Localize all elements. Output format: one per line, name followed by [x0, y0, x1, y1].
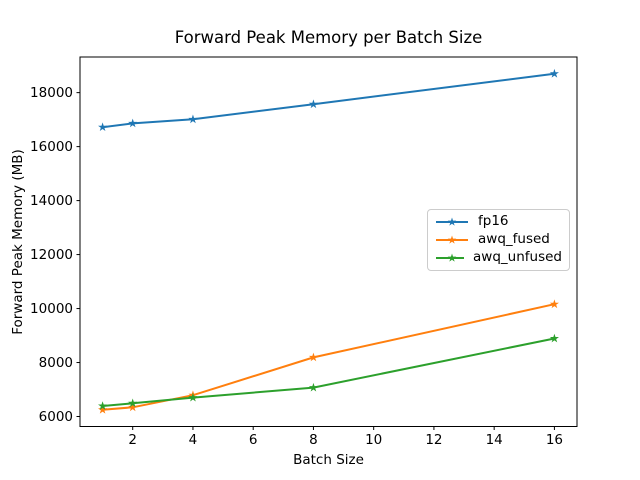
- series-marker-awq_unfused: [188, 392, 198, 402]
- x-tick-label: 12: [425, 432, 442, 448]
- series-marker-awq_fused: [128, 402, 138, 412]
- x-axis-label: Batch Size: [293, 452, 364, 468]
- legend-label: awq_unfused: [473, 249, 562, 266]
- x-tick-label: 16: [546, 432, 563, 448]
- series-marker-awq_unfused: [549, 333, 559, 343]
- series-line-fp16: [102, 72, 555, 129]
- series-marker-awq_unfused: [128, 398, 138, 408]
- x-tick-label: 10: [365, 432, 382, 448]
- y-tick-label: 6000: [39, 409, 73, 425]
- legend-entry-awq_unfused: awq_unfused: [435, 251, 562, 265]
- series-line-awq_fused: [102, 303, 555, 411]
- y-tick-label: 16000: [30, 139, 73, 155]
- series-marker-awq_fused: [549, 299, 559, 309]
- legend-line-sample: [436, 253, 465, 262]
- series-marker-fp16: [308, 99, 318, 109]
- y-tick-label: 18000: [30, 85, 73, 101]
- series-marker-fp16: [128, 118, 138, 128]
- legend-label: awq_fused: [478, 231, 550, 248]
- series-marker-fp16: [549, 68, 559, 78]
- series-marker-fp16: [188, 114, 198, 124]
- series-marker-awq_fused: [308, 352, 318, 362]
- y-tick-label: 12000: [30, 247, 73, 263]
- legend-star-icon: [447, 253, 457, 262]
- legend-label: fp16: [478, 213, 509, 230]
- x-tick-label: 14: [486, 432, 503, 448]
- series-marker-awq_unfused: [308, 382, 318, 392]
- y-tick-label: 10000: [30, 301, 73, 317]
- plot-frame: [79, 56, 578, 427]
- y-tick-label: 14000: [30, 193, 73, 209]
- series-line-awq_unfused: [102, 337, 555, 407]
- x-tick-label: 6: [249, 432, 258, 448]
- y-tick-label: 8000: [39, 355, 73, 371]
- legend-entry-fp16: fp16: [435, 215, 562, 229]
- x-tick-label: 2: [128, 432, 137, 448]
- series-marker-fp16: [98, 122, 108, 132]
- legend-line-sample: [436, 235, 468, 244]
- y-axis-label: Forward Peak Memory (MB): [10, 149, 26, 335]
- x-tick-label: 8: [309, 432, 318, 448]
- legend-line-sample: [436, 217, 468, 226]
- series-marker-awq_unfused: [98, 401, 108, 410]
- series-marker-awq_fused: [98, 404, 108, 414]
- x-tick-label: 4: [189, 432, 198, 448]
- chart-title: Forward Peak Memory per Batch Size: [174, 28, 483, 47]
- legend-star-icon: [447, 235, 457, 244]
- legend-star-icon: [447, 217, 457, 226]
- legend-entry-awq_fused: awq_fused: [435, 233, 562, 247]
